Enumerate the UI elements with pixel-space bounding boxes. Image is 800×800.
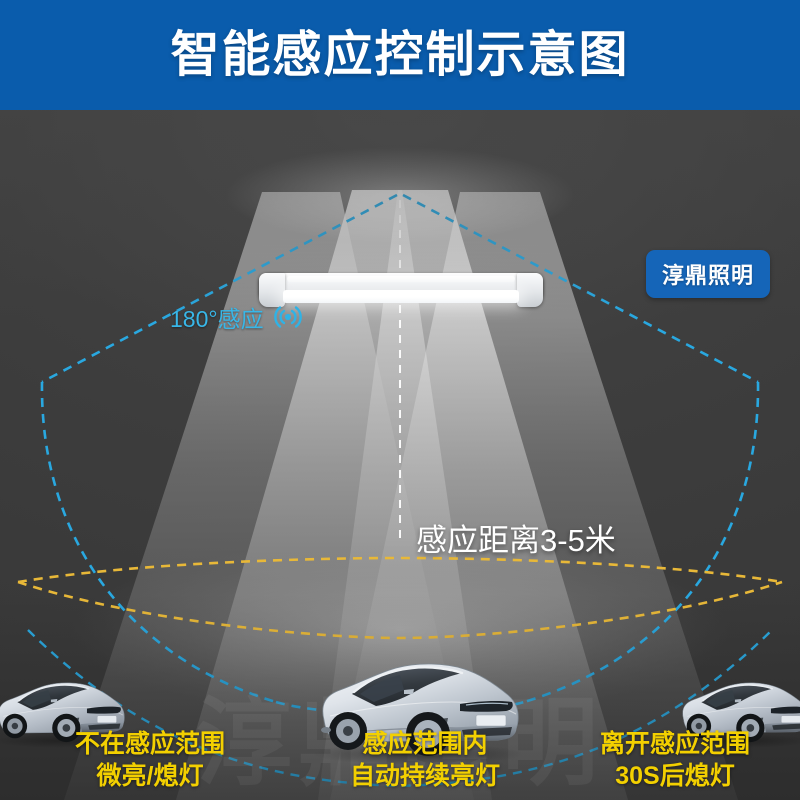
car-exhaust [321,727,331,733]
caption-out-of-range-line2: 微亮/熄灯 [96,762,204,790]
car-left[interactable] [0,668,132,748]
car-shadow [313,743,523,765]
car-wheel-rear [329,712,367,750]
caption-in-range-line1: 感应范围内 [362,730,488,758]
car-side-mirror [734,698,742,703]
car-wheel-front [406,712,450,756]
car-headlight [86,706,121,714]
car-wheel-rear [2,713,28,739]
caption-leaving-range: 离开感应范围 30S后熄灯 [550,728,800,792]
led-tube-light-fixture[interactable] [259,273,543,307]
car-grille [462,727,512,737]
car-wheel-rear [686,713,712,739]
signal-wave-center-dot [284,313,291,321]
sensor-angle-label: 180°感应 [170,300,305,334]
caption-row: 不在感应范围 微亮/熄灯 感应范围内 自动持续亮灯 离开感应范围 30S后熄灯 [0,728,800,792]
caption-in-range: 感应范围内 自动持续亮灯 [300,728,550,792]
brand-badge-label: 淳鼎照明 [661,263,754,288]
car-side-mirror [404,689,414,694]
caption-leaving-range-line1: 离开感应范围 [599,730,750,758]
fixture-end-cap-right [517,273,543,307]
car-roof-rail [352,666,464,694]
fixture-end-cap-left [259,273,285,307]
caption-out-of-range: 不在感应范围 微亮/熄灯 [0,728,300,792]
car-right[interactable] [668,668,800,748]
header-banner: 智能感应控制示意图 [0,0,800,110]
signal-wave-icon [273,306,302,328]
car-headlight [770,706,800,714]
car-license-plate [475,714,507,727]
car-side-mirror [50,698,58,703]
car-license-plate [781,715,800,723]
car-wheel-front [52,713,81,743]
fixture-light-tube [283,290,519,303]
car-side-window [706,689,735,708]
car-side-window [22,689,51,708]
car-center[interactable] [300,642,530,765]
page-title: 智能感应控制示意图 [170,27,630,82]
caption-out-of-range-line1: 不在感应范围 [74,730,225,758]
car-roof-rail [701,684,774,702]
car-grille [88,723,121,730]
car-side-window [360,675,404,702]
car-wheel-front [736,713,765,743]
sensing-distance-label: 感应距离3-5米 [416,523,616,558]
caption-leaving-range-line2: 30S后熄灯 [615,762,735,790]
caption-in-range-line2: 自动持续亮灯 [349,762,500,790]
lamp-glow [225,147,575,243]
fixture-highlight [287,276,515,282]
car-license-plate [97,715,117,723]
car-roof-rail [17,684,90,702]
brand-badge[interactable]: 淳鼎照明 [645,250,770,298]
car-headlight-glow [465,702,509,706]
car-grille [772,723,800,730]
sensor-angle-text: 180°感应 [170,306,264,332]
car-shadow [676,733,800,748]
diagram-scene: 淳鼎照明 淳鼎照明 180°感应 [0,110,800,800]
